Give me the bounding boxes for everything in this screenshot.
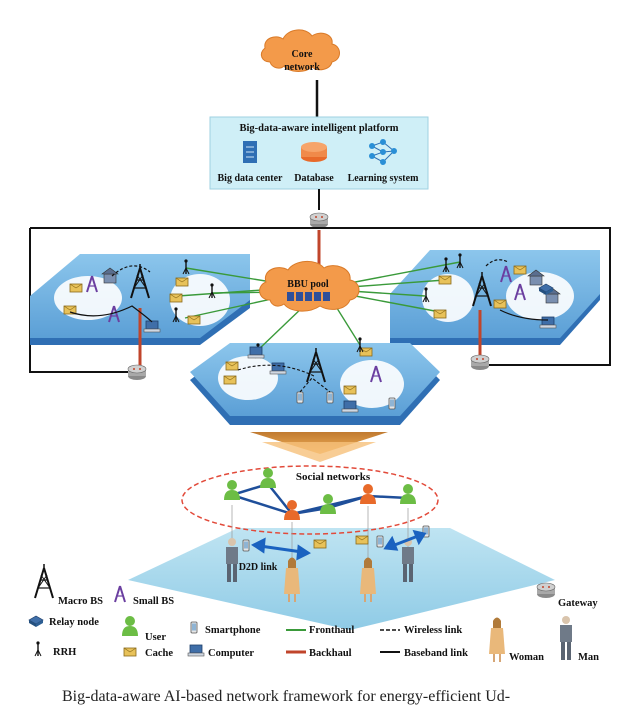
social-links [231,482,409,516]
legend-rrh: RRH [53,647,76,658]
legend-man: Man [578,652,599,663]
computer-icon [269,362,287,375]
figure-caption: Big-data-aware AI-based network framewor… [62,688,511,705]
user-legend-icon [122,616,138,636]
legend-macro-bs: Macro BS [58,596,103,607]
legend-small-bs: Small BS [133,596,174,607]
core-network-cloud: Core network [260,29,340,73]
gateway-icon [470,354,490,371]
legend-baseband-link: Baseband link [404,648,468,659]
small-bs-legend-icon [114,585,126,603]
legend-smartphone: Smartphone [205,625,261,636]
user-icon [260,468,276,488]
middle-cell-plate [190,343,440,425]
gateway-legend-icon [536,582,556,599]
bbu-pool-label: BBU pool [287,279,329,290]
smartphone-icon [326,391,334,404]
cache-icon [175,277,189,287]
legend-computer: Computer [208,648,254,659]
woman-legend-icon [488,616,506,663]
legend-fronthaul: Fronthaul [309,625,354,636]
gateway-icon [309,212,329,229]
left-plate-devices [63,258,216,333]
gateway-icon [127,364,147,381]
rrh-legend-icon [34,640,42,657]
cache-icon [355,535,369,545]
d2d-link-arrows [251,529,427,561]
legend-woman: Woman [509,652,544,663]
legend-relay-node: Relay node [49,617,99,628]
cache-icon [69,283,83,293]
d2d-link-label: D2D link [239,562,278,573]
learning-system-icon [369,139,397,165]
macro-bs-legend-icon [34,563,54,599]
cache-icon [313,539,327,549]
core-network-label-1: Core [292,49,313,60]
smartphone-icon [376,535,384,548]
cache-icon [223,375,237,385]
middle-plate-devices [223,336,396,413]
platform-item-0: Big data center [218,173,284,184]
user-icon [284,500,300,520]
smartphone-icon [242,539,250,552]
down-arrow-icon [250,432,388,462]
cache-icon [493,299,507,309]
database-icon [301,142,327,162]
platform-title: Big-data-aware intelligent platform [239,123,398,134]
man-legend-icon [560,616,572,660]
right-plate-devices [422,252,561,329]
relay-node-legend-icon [28,615,44,628]
legend: Macro BS Small BS Gateway Relay node Use… [28,563,599,663]
smartphone-legend-icon [190,621,198,634]
cache-icon [225,361,239,371]
legend-gateway: Gateway [558,598,598,609]
social-network-ring [181,465,439,535]
user-icon [400,484,416,504]
computer-icon [341,400,359,413]
legend-backhaul: Backhaul [309,648,352,659]
smartphone-icon [296,391,304,404]
platform-item-2: Learning system [348,173,420,184]
computer-icon [143,320,161,333]
legend-wireless-link: Wireless link [404,625,462,636]
cache-legend-icon [123,647,137,657]
legend-cache: Cache [145,648,173,659]
cache-icon [343,385,357,395]
user-icon [360,484,376,504]
legend-user: User [145,632,166,643]
user-icon [224,480,240,500]
big-data-center-icon [243,141,257,163]
baseband-link-frame-left [29,228,135,373]
computer-icon [247,346,265,359]
computer-legend-icon [187,644,205,657]
cache-icon [187,315,201,325]
cache-icon [433,309,447,319]
bbu-pool-cloud: BBU pool [259,261,360,312]
core-network-label-2: network [284,62,320,73]
cache-icon [438,275,452,285]
physical-layer-floor [128,528,555,630]
platform-item-1: Database [294,173,334,184]
intelligent-platform: Big-data-aware intelligent platform [209,116,429,190]
smartphone-icon [388,397,396,410]
social-networks-label: Social networks [296,471,371,483]
cache-icon [169,293,183,303]
cache-icon [513,265,527,275]
computer-icon [539,316,557,329]
